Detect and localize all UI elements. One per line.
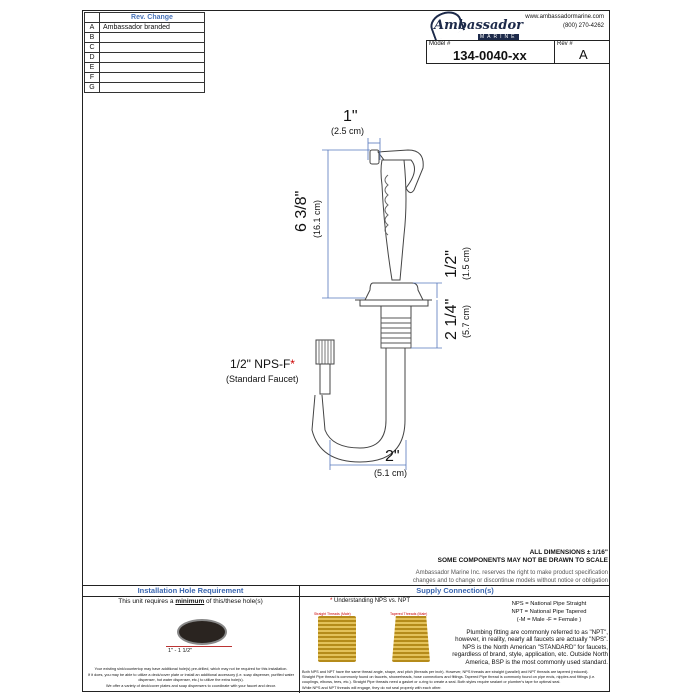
install-subtitle: This unit requires a minimum of this/the… xyxy=(82,598,299,605)
install-subtitle-em: minimum xyxy=(175,598,205,605)
brand-logo-sub: MARINE xyxy=(478,34,520,40)
tapered-thread-icon xyxy=(392,616,430,662)
connector-size: 1/2" NPS-F xyxy=(230,357,291,371)
rev-label: Rev # xyxy=(557,41,573,47)
supply-subtitle: * Understanding NPS vs. NPT xyxy=(300,598,610,604)
dim-top-width: 1" xyxy=(343,108,358,125)
straight-thread-icon xyxy=(318,616,356,662)
notes-disclaimer-1: Ambassador Marine Inc. reserves the righ… xyxy=(415,570,608,576)
revision-change xyxy=(99,82,205,93)
notes-tolerance: ALL DIMENSIONS ± 1/16" xyxy=(529,549,608,556)
dim-deck-cm: (1.5 cm) xyxy=(461,246,471,280)
dim-shank-cm: (5.7 cm) xyxy=(461,304,471,338)
model-label: Model # xyxy=(429,41,451,47)
connector-note: (Standard Faucet) xyxy=(226,374,299,384)
supply-fine-2: Straight Pipe thread is commonly found o… xyxy=(302,675,596,685)
hose-connector-ribs xyxy=(318,340,332,364)
nps-definition: NPS = National Pipe Straight xyxy=(511,601,587,607)
mounting-hole-icon xyxy=(177,619,227,645)
dim-bottom-cm: (5.1 cm) xyxy=(374,468,408,478)
supply-fine-1: Both NPS and NPT have the same thread an… xyxy=(302,670,589,674)
dimension-notes: ALL DIMENSIONS ± 1/16" SOME COMPONENTS M… xyxy=(408,549,608,585)
revision-row: G xyxy=(84,82,205,93)
shank-nut xyxy=(380,305,412,319)
install-fine-print: Your existing sink/countertop may have a… xyxy=(84,667,298,689)
hose-connector-neck xyxy=(319,363,331,395)
supply-understanding: Understanding NPS vs. NPT xyxy=(332,598,411,604)
dim-bottom: 2" xyxy=(385,448,400,465)
brand-logo: Ambassador xyxy=(434,18,524,33)
deck-plate xyxy=(359,299,429,307)
shank-threads xyxy=(380,317,412,349)
website-text: www.ambassadormarine.com xyxy=(525,14,604,20)
supply-fine-print: Both NPS and NPT have the same thread an… xyxy=(302,670,608,691)
dim-top-width-cm: (2.5 cm) xyxy=(331,126,365,136)
dim-height-cm: (16.1 cm) xyxy=(312,199,322,238)
phone-text: (800) 270-4262 xyxy=(562,23,604,29)
hose-outer xyxy=(321,348,387,449)
bottom-panels: Installation Hole Requirement This unit … xyxy=(82,585,610,693)
install-fine-1: Your existing sink/countertop may have a… xyxy=(94,667,288,671)
sprayer-body xyxy=(380,159,407,281)
install-fine-3: We offer a variety of deck/cover plates … xyxy=(106,683,276,688)
sprayer-grip xyxy=(384,174,389,236)
notes-scale: SOME COMPONENTS MAY NOT BE DRAWN TO SCAL… xyxy=(437,557,608,564)
install-subtitle-post: of this/these hole(s) xyxy=(204,598,263,605)
nps-definitions: NPS = National Pipe Straight NPT = Natio… xyxy=(490,600,608,624)
sprayer-head xyxy=(377,149,424,194)
supply-panel: Supply Connection(s) * Understanding NPS… xyxy=(300,586,610,693)
hose-inner xyxy=(311,348,406,463)
connector-label: 1/2" NPS-F* xyxy=(230,357,295,371)
brand-block: Ambassador MARINE www.ambassadormarine.c… xyxy=(426,7,610,41)
thread-straight-label: Straight Threads (Male) xyxy=(314,612,351,616)
model-number: 134-0040-xx xyxy=(453,48,527,63)
install-fine-2: If it does, you may be able to utilize a… xyxy=(88,672,294,683)
install-title: Installation Hole Requirement xyxy=(82,586,299,597)
model-block: Model # 134-0040-xx Rev # A xyxy=(426,40,610,64)
npt-definition: NPT = National Pipe Tapered xyxy=(511,609,587,615)
plumbing-explanation: Plumbing fitting are commonly referred t… xyxy=(452,629,608,666)
holder-escutcheon xyxy=(364,282,424,301)
dim-height: 6 3/8" xyxy=(293,190,310,232)
male-female-note: (-M = Male -F = Female ) xyxy=(516,617,582,623)
drawing-frame xyxy=(82,10,610,692)
contact-info: www.ambassadormarine.com (800) 270-4262 xyxy=(525,13,604,31)
hole-dim-line xyxy=(166,646,232,647)
dim-deck: 1/2" xyxy=(443,250,460,278)
install-subtitle-pre: This unit requires a xyxy=(118,598,176,605)
hole-dimension: 1" - 1 1/2" xyxy=(168,648,193,654)
supply-fine-3: While NPS and NPT threads will engage, t… xyxy=(302,685,442,690)
thread-tapered-label: Tapered Threads (Male) xyxy=(390,612,428,616)
notes-disclaimer-2: changes and to change or discontinue mod… xyxy=(412,578,608,584)
install-panel: Installation Hole Requirement This unit … xyxy=(82,586,300,693)
connector-star: * xyxy=(290,357,295,371)
supply-star: * xyxy=(330,598,333,604)
sprayer-nozzle xyxy=(369,149,380,165)
rev-value: A xyxy=(579,47,588,62)
supply-title: Supply Connection(s) xyxy=(300,586,610,597)
dim-shank: 2 1/4" xyxy=(443,298,460,340)
model-divider xyxy=(554,41,555,64)
